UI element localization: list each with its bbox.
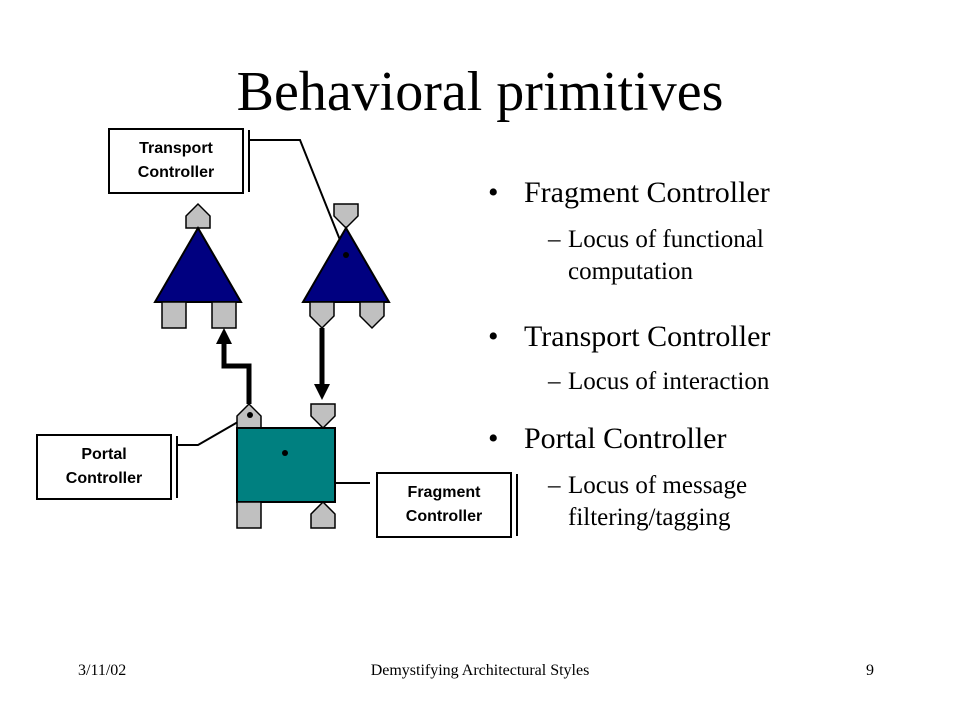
square-bottom-port-1 xyxy=(236,501,262,529)
footer-page-number: 9 xyxy=(866,662,874,679)
arrow-down-head xyxy=(314,384,330,400)
arrow-up-path xyxy=(221,340,252,404)
transport-callout-line-1: Transport xyxy=(139,140,213,157)
footer-date: 3/11/02 xyxy=(78,662,127,679)
fragment-controller-callout: Fragment Controller xyxy=(376,472,512,538)
right-triangle-bottom-port-2 xyxy=(359,301,385,330)
transport-controller-callout: Transport Controller xyxy=(108,128,244,194)
portal-controller-callout: Portal Controller xyxy=(36,434,172,500)
fragment-callout-line-2: Controller xyxy=(405,508,483,525)
portal-callout-line-2: Controller xyxy=(65,470,143,487)
transport-callout-line xyxy=(250,139,347,256)
left-triangle-bottom-port-1 xyxy=(161,301,187,329)
fragment-dot xyxy=(282,450,288,456)
fragment-callout-line-1: Fragment xyxy=(407,484,481,501)
right-triangle-top-port xyxy=(333,203,359,230)
sub-dash: – xyxy=(548,226,561,253)
sub-dash: – xyxy=(548,368,561,395)
arrow-up-head xyxy=(216,328,232,344)
footer-title: Demystifying Architectural Styles xyxy=(370,662,590,679)
sub-dash: – xyxy=(548,472,561,499)
square-top-port-2 xyxy=(310,403,336,430)
left-triangle-bottom-port-2 xyxy=(211,301,237,329)
slide-title: Behavioral primitives xyxy=(236,61,724,123)
portal-dot xyxy=(247,412,253,418)
transport-callout-line-2: Controller xyxy=(137,164,215,181)
portal-square xyxy=(236,427,336,503)
portal-callout-line-1: Portal xyxy=(81,446,127,463)
right-triangle-bottom-port-1 xyxy=(309,301,335,330)
square-bottom-port-2 xyxy=(310,500,336,529)
left-fragment-triangle xyxy=(153,226,243,303)
transport-dot xyxy=(343,252,349,258)
portal-callout-line xyxy=(178,414,251,446)
right-transport-triangle xyxy=(301,226,391,303)
left-triangle-top-port xyxy=(185,202,211,229)
